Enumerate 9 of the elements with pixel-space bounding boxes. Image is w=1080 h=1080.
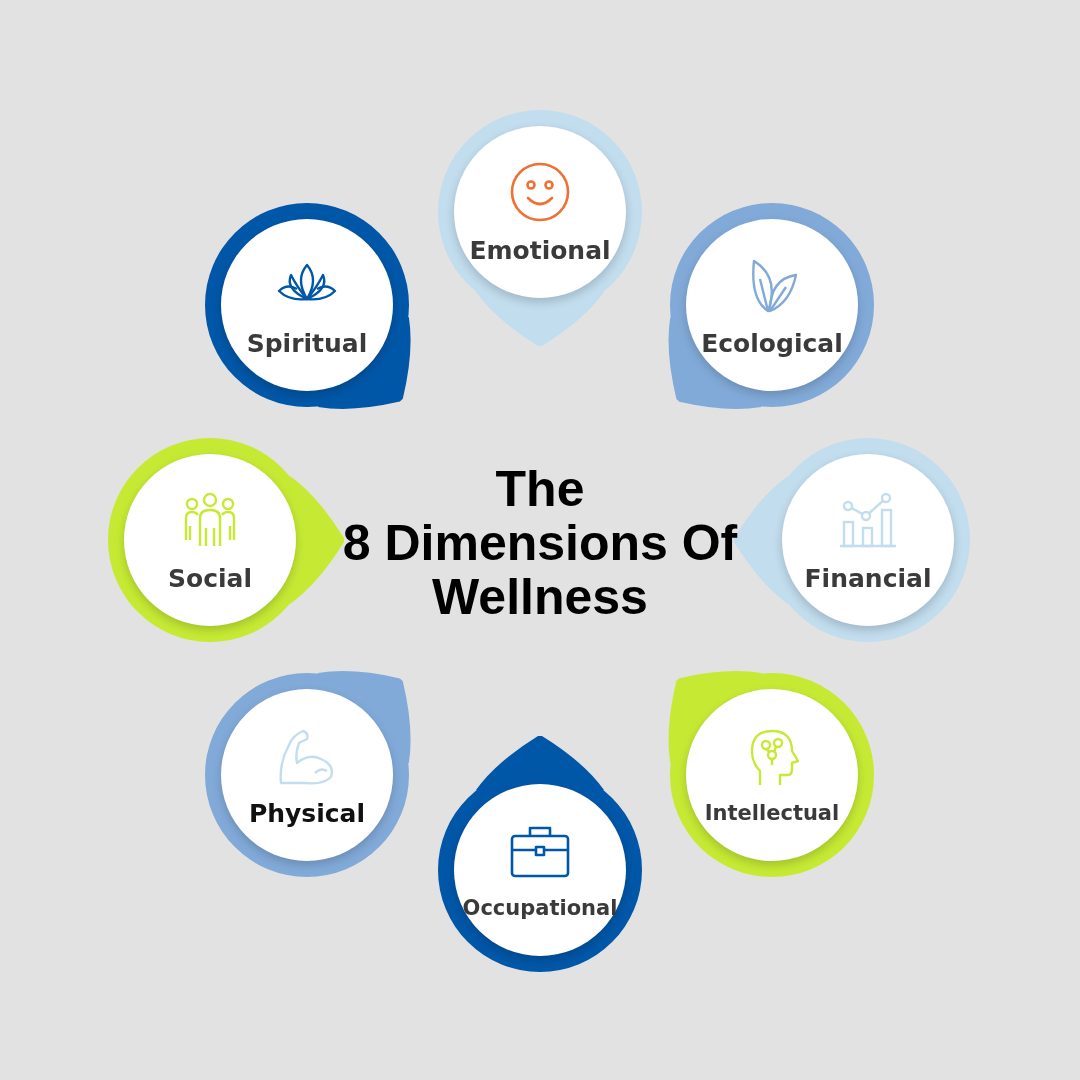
- dimension-label: Financial: [804, 563, 932, 593]
- dimension-label: Intellectual: [704, 801, 840, 825]
- dimension-label: Ecological: [701, 328, 843, 358]
- dimension-label: Spiritual: [246, 328, 368, 358]
- dimension-label: Social: [168, 563, 252, 593]
- diagram-title: The 8 Dimensions Of Wellness: [341, 462, 739, 624]
- dimension-label: Physical: [248, 798, 366, 828]
- dimension-label: Occupational: [462, 896, 618, 920]
- dimension-label: Emotional: [469, 235, 611, 265]
